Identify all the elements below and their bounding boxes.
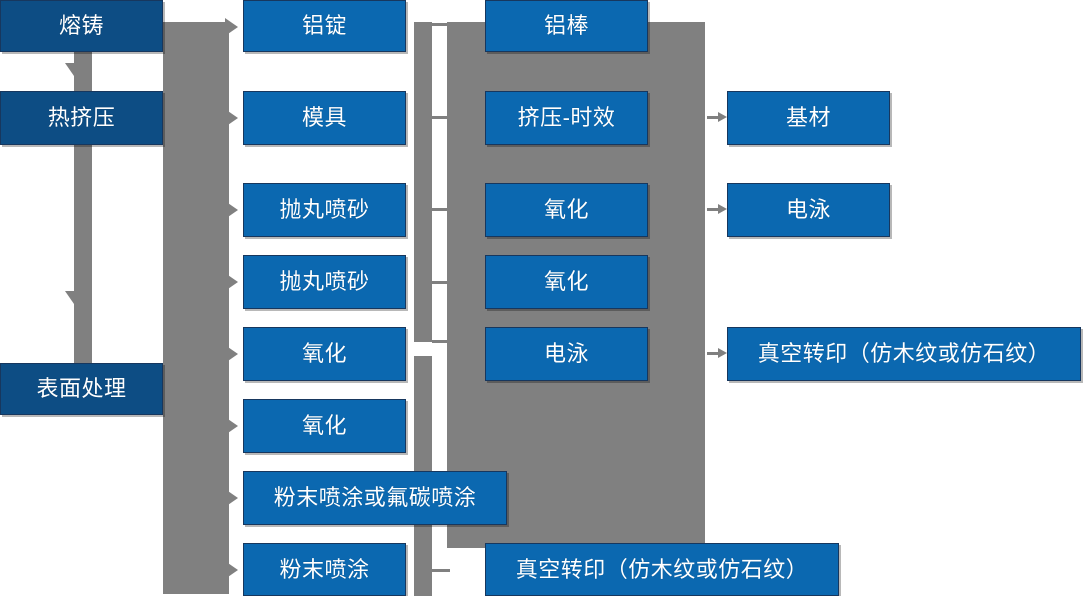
input-oxidation-2-box[interactable]: 氧化 [243,399,406,453]
stage-hot-extrusion-label: 热挤压 [47,105,116,130]
output-electrophoresis-box[interactable]: 电泳 [727,183,890,237]
input-powder-coating-label: 粉末喷涂 [279,556,370,582]
stage-hot-extrusion-box[interactable]: 热挤压 [0,91,163,145]
stage-surface-treatment-box[interactable]: 表面处理 [0,363,163,415]
process-oxidation-2-label: 氧化 [543,269,589,294]
input-shot-blasting-1-label: 抛丸喷砂 [279,197,370,222]
output-vacuum-transfer-label: 真空转印（仿木纹或仿石纹） [757,341,1051,366]
process-electrophoresis-box[interactable]: 电泳 [485,327,648,381]
input-oxidation-1-box[interactable]: 氧化 [243,327,406,381]
input-arrow-3 [225,201,238,219]
input-arrow-7 [225,489,238,507]
input-arrow-2 [225,109,238,127]
output-arrow-substrate [707,112,727,123]
output-electrophoresis-label: 电泳 [785,197,831,222]
output-arrow-electrophoresis [707,204,727,215]
process-vacuum-transfer-box[interactable]: 真空转印（仿木纹或仿石纹） [485,543,839,596]
collector-stub-3 [432,208,450,211]
collector-stub-2 [432,116,450,119]
input-powder-or-fluorocarbon-box[interactable]: 粉末喷涂或氟碳喷涂 [243,471,507,525]
input-aluminium-ingot-label: 铝锭 [301,13,347,38]
process-oxidation-2-box[interactable]: 氧化 [485,255,648,309]
stage-vertical-connector [74,26,92,396]
input-arrow-4 [225,273,238,291]
stage-melt-cast-label: 熔铸 [58,13,104,38]
process-aluminium-bar-label: 铝棒 [543,13,589,38]
input-aluminium-ingot-box[interactable]: 铝锭 [243,0,406,52]
input-arrow-1 [225,18,238,36]
output-substrate-box[interactable]: 基材 [727,91,890,145]
output-vacuum-transfer-box[interactable]: 真空转印（仿木纹或仿石纹） [727,327,1081,381]
input-arrow-8 [225,561,238,579]
collector-stub-1 [432,23,450,26]
input-arrow-5 [225,345,238,363]
stage-connector-arrow-1 [65,63,83,76]
stage-surface-treatment-label: 表面处理 [36,376,127,401]
process-extrusion-aging-box[interactable]: 挤压-时效 [485,91,648,145]
input-shot-blasting-1-box[interactable]: 抛丸喷砂 [243,183,406,237]
input-oxidation-2-label: 氧化 [301,413,347,438]
input-shot-blasting-2-label: 抛丸喷砂 [279,269,370,294]
collector-stub-6 [432,569,450,572]
process-electrophoresis-label: 电泳 [543,341,589,366]
stage-melt-cast-box[interactable]: 熔铸 [0,0,163,52]
process-extrusion-aging-label: 挤压-时效 [517,105,616,130]
inputs-distribution-bar [163,22,229,594]
input-mould-label: 模具 [301,105,347,130]
stage-connector-arrow-2 [65,291,83,304]
input-powder-coating-box[interactable]: 粉末喷涂 [243,543,406,596]
process-aluminium-bar-box[interactable]: 铝棒 [485,0,648,52]
input-oxidation-1-label: 氧化 [301,341,347,366]
collector-stub-4 [432,281,450,284]
input-arrow-6 [225,417,238,435]
process-vacuum-transfer-label: 真空转印（仿木纹或仿石纹） [515,556,809,582]
output-substrate-label: 基材 [785,105,831,130]
input-powder-or-fluorocarbon-label: 粉末喷涂或氟碳喷涂 [273,485,477,510]
collector-stub-5 [432,340,450,343]
inputs-collector-bar [414,22,432,342]
process-oxidation-1-box[interactable]: 氧化 [485,183,648,237]
input-mould-box[interactable]: 模具 [243,91,406,145]
input-shot-blasting-2-box[interactable]: 抛丸喷砂 [243,255,406,309]
process-oxidation-1-label: 氧化 [543,197,589,222]
output-arrow-vacuum-transfer [707,348,727,359]
